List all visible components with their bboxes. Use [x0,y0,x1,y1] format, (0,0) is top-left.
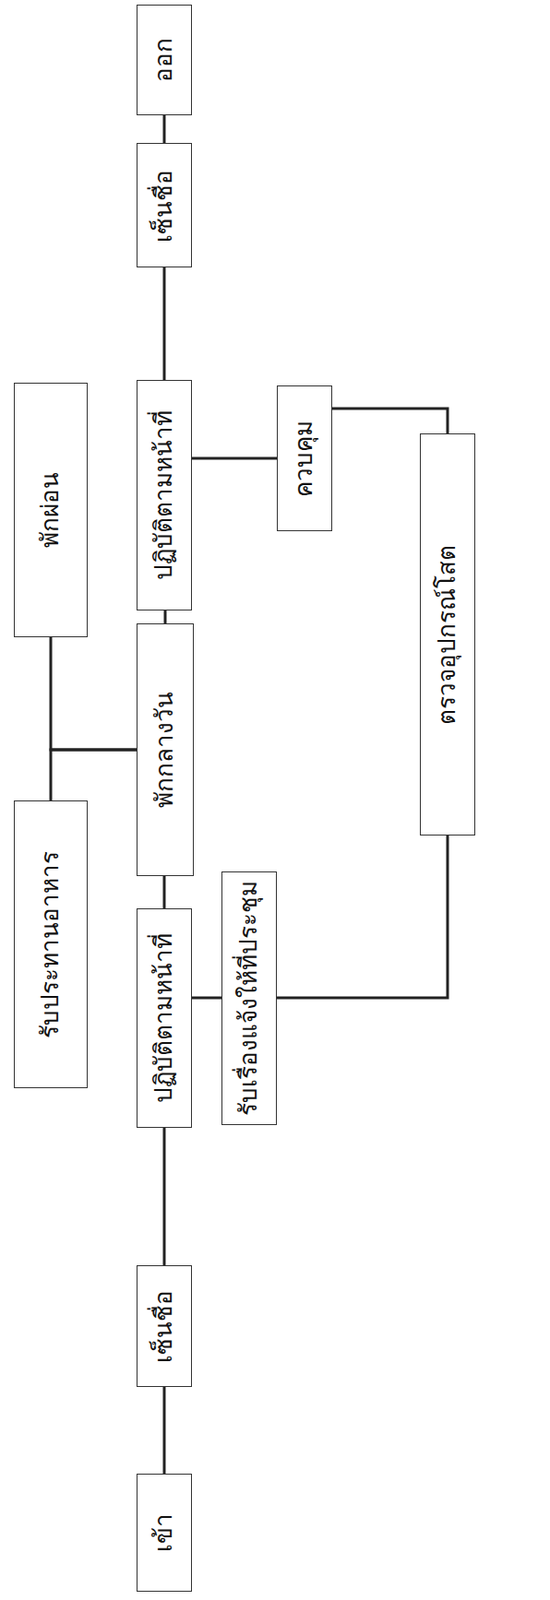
box-label: ปฏิบัติตามหน้าที่ [148,933,180,1104]
connector-line [163,1128,167,1267]
connector-line [332,408,448,434]
box-label: พักกลางวัน [149,692,181,809]
process-box: รับเรื่องแจ้งให้ที่ประชุม [221,872,277,1126]
box-label: ปฏิบัติตามหน้าที่ [148,410,180,581]
connector-line [191,457,277,461]
process-box: ตรวจอุปกรณ์โสต [419,433,476,837]
process-box: พักผ่อน [13,382,88,638]
box-label: รับประทานอาหาร [35,851,67,1040]
box-label: รับเรื่องแจ้งให้ที่ประชุม [233,881,265,1117]
process-box: รับประทานอาหาร [13,801,88,1089]
process-box: เซ็นชื่อ [136,1266,192,1388]
box-label: เซ็นชื่อ [148,168,180,242]
connector-line [191,997,222,1001]
connector-line [50,637,137,751]
box-label: ออก [148,37,180,83]
process-box: พักกลางวัน [136,623,194,877]
box-label: เซ็นชื่อ [148,1291,180,1364]
box-label: ควบคุม [288,420,321,498]
process-box: เข้า [136,1474,192,1593]
process-box: ออก [136,4,192,116]
process-box: ปฏิบัติตามหน้าที่ [136,908,192,1129]
connector-line [163,115,167,144]
connector-line [163,876,167,909]
process-box: ปฏิบัติตามหน้าที่ [136,380,192,611]
connector-line [163,267,167,381]
box-label: เข้า [148,1514,180,1554]
connector-line [163,1387,167,1475]
box-label: ตรวจอุปกรณ์โสต [431,545,464,726]
connector-line [50,750,137,802]
connector-line [164,610,168,624]
connector-line [276,836,448,999]
box-label: พักผ่อน [35,472,67,549]
process-box: เซ็นชื่อ [136,143,192,268]
process-box: ควบคุม [276,385,333,532]
